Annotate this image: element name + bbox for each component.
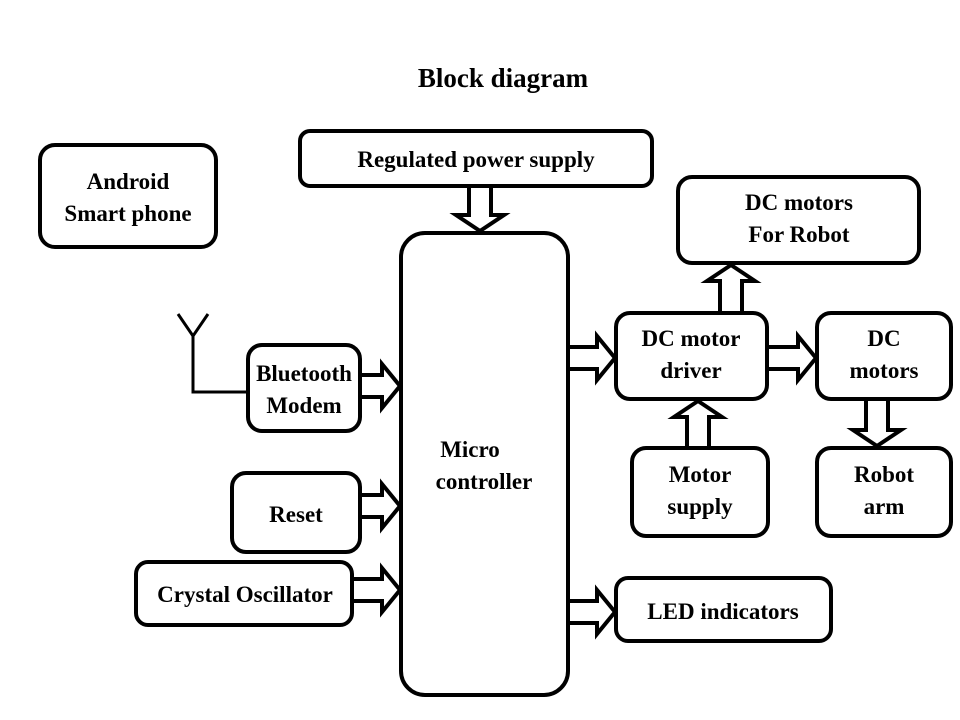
block-motor-supply: Motor supply	[630, 446, 770, 538]
block-label: DC motors	[745, 190, 853, 215]
block-label: Motor	[669, 462, 732, 487]
arrow-micro-to-led	[564, 584, 618, 640]
block-crystal-oscillator: Crystal Oscillator	[134, 560, 354, 627]
connection-arrows	[348, 184, 908, 640]
block-label: Regulated power supply	[357, 147, 595, 172]
block-label: Smart phone	[64, 201, 191, 226]
block-bluetooth-modem: Bluetooth Modem	[246, 343, 362, 433]
block-label: Reset	[269, 502, 323, 527]
diagram-title: Block diagram	[418, 63, 589, 93]
arrow-driver-to-dcrobot	[700, 262, 762, 315]
block-label: DC motor	[642, 326, 741, 351]
arrow-bluetooth-to-micro	[356, 358, 403, 414]
block-label: Micro	[440, 437, 500, 462]
arrow-micro-to-driver	[564, 330, 618, 386]
block-label: Crystal Oscillator	[157, 582, 333, 607]
arrow-motorsupply-to-driver	[667, 398, 729, 450]
block-label: controller	[436, 469, 533, 494]
block-dc-motors-for-robot: DC motors For Robot	[676, 175, 921, 265]
arrow-power-to-micro	[449, 184, 511, 234]
block-dc-motor-driver: DC motor driver	[614, 311, 769, 401]
block-reset: Reset	[230, 471, 362, 554]
block-label: LED indicators	[647, 599, 798, 624]
block-led-indicators: LED indicators	[614, 576, 833, 643]
block-label: supply	[667, 494, 733, 519]
block-label: Robot	[854, 462, 914, 487]
arrow-crystal-to-micro	[348, 562, 403, 618]
block-label: DC	[867, 326, 900, 351]
arrow-driver-to-dcmotors	[763, 330, 819, 386]
block-label: arm	[864, 494, 905, 519]
block-robot-arm: Robot arm	[815, 446, 953, 538]
arrow-dcmotors-to-robotarm	[846, 397, 908, 449]
block-label: Bluetooth	[256, 361, 352, 386]
block-microcontroller: Micro controller	[399, 231, 570, 697]
block-label: motors	[850, 358, 919, 383]
block-label: Android	[87, 169, 170, 194]
block-dc-motors: DC motors	[815, 311, 953, 401]
antenna-icon	[176, 313, 249, 394]
block-label: Modem	[266, 393, 341, 418]
arrow-reset-to-micro	[356, 478, 403, 534]
block-android: Android Smart phone	[38, 143, 218, 249]
block-label: driver	[660, 358, 721, 383]
block-power-supply: Regulated power supply	[298, 129, 654, 188]
block-label: For Robot	[748, 222, 849, 247]
